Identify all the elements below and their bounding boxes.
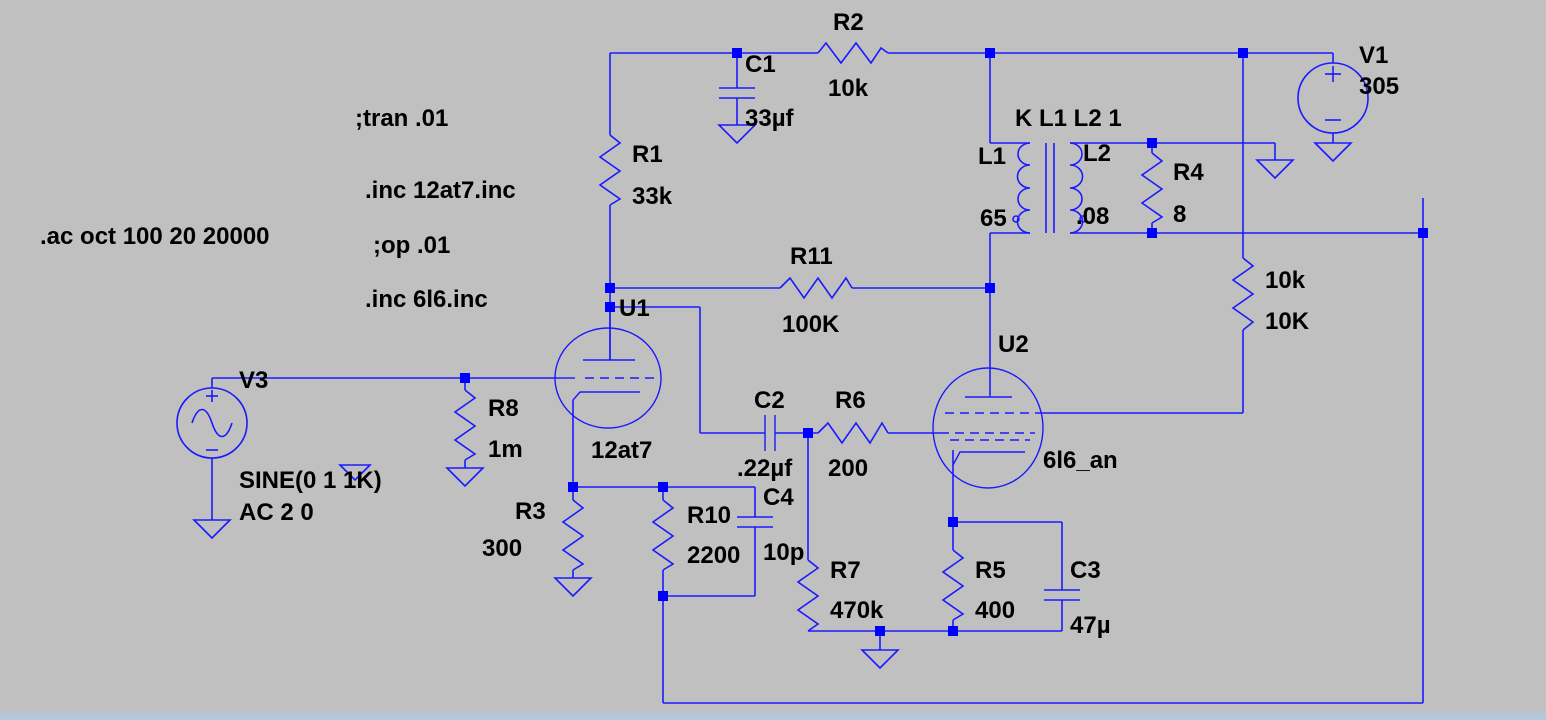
c4-value: 10p — [763, 539, 804, 566]
r1-value: 33k — [632, 183, 673, 210]
u1-value: 12at7 — [591, 437, 652, 464]
inductor-l1[interactable] — [1016, 142, 1031, 234]
directive-tran[interactable]: ;tran .01 — [355, 105, 448, 132]
c1-ref: C1 — [745, 51, 776, 78]
voltage-source-v1[interactable] — [1297, 62, 1369, 143]
v1-value: 305 — [1359, 73, 1399, 100]
resistor-r8[interactable] — [453, 389, 477, 461]
r6-value: 200 — [828, 455, 868, 482]
r6-ref: R6 — [835, 387, 866, 414]
directive-op[interactable]: ;op .01 — [373, 232, 450, 259]
r1-ref: R1 — [632, 141, 663, 168]
resistor-r2[interactable] — [817, 41, 889, 65]
r7-ref: R7 — [830, 557, 861, 584]
resistor-r4[interactable] — [1140, 152, 1164, 224]
r3-ref: R3 — [515, 498, 546, 525]
capacitor-c4[interactable] — [737, 516, 773, 528]
u1-ref: U1 — [619, 295, 650, 322]
inductor-l2[interactable] — [1069, 142, 1084, 234]
u2-ref: U2 — [998, 331, 1029, 358]
r4-value: 8 — [1173, 201, 1186, 228]
resistor-r10[interactable] — [651, 499, 675, 571]
l1-value: 65 — [980, 205, 1007, 232]
c2-ref: C2 — [754, 387, 785, 414]
r5-ref: R5 — [975, 557, 1006, 584]
r8-ref: R8 — [488, 395, 519, 422]
r5-value: 400 — [975, 597, 1015, 624]
junction-dots — [460, 48, 1428, 636]
capacitor-c3[interactable] — [1044, 589, 1080, 601]
resistor-r1[interactable] — [598, 134, 622, 206]
resistor-r7[interactable] — [796, 559, 820, 632]
u2-value: 6l6_an — [1043, 447, 1118, 474]
ground-symbols — [192, 124, 1353, 670]
phase-dot-l2 — [1079, 215, 1087, 223]
resistor-r5[interactable] — [941, 549, 965, 621]
v3-value-line1: SINE(0 1 1K) — [239, 467, 382, 494]
resistor-10k[interactable] — [1231, 257, 1255, 331]
r10-value: 2200 — [687, 542, 740, 569]
directive-inc-6l6[interactable]: .inc 6l6.inc — [365, 286, 488, 313]
resistor-r6[interactable] — [817, 421, 889, 445]
v3-ref: V3 — [239, 367, 268, 394]
r10-ref: R10 — [687, 502, 731, 529]
window-bottom-edge — [0, 713, 1546, 720]
v3-value-line2: AC 2 0 — [239, 499, 314, 526]
c4-ref: C4 — [763, 484, 794, 511]
c3-ref: C3 — [1070, 557, 1101, 584]
r7-value: 470k — [830, 597, 884, 624]
capacitor-c1[interactable] — [719, 87, 755, 99]
directive-inc-12at7[interactable]: .inc 12at7.inc — [365, 177, 516, 204]
c3-value: 47µ — [1070, 612, 1111, 639]
r11-ref: R11 — [790, 243, 833, 270]
r2-ref: R2 — [833, 9, 864, 36]
r4-ref: R4 — [1173, 159, 1204, 186]
l2-value: .08 — [1076, 203, 1109, 230]
phase-dot-l1 — [1012, 215, 1020, 223]
c1-value: 33µf — [745, 105, 795, 132]
resistor-r11[interactable] — [779, 276, 853, 300]
r3-value: 300 — [482, 535, 522, 562]
wires — [211, 52, 1424, 704]
l1-ref: L1 — [978, 143, 1006, 170]
voltage-source-v3[interactable] — [176, 387, 248, 459]
r11-value: 100K — [782, 311, 840, 338]
c2-value: .22µf — [737, 455, 793, 482]
coupling-directive: K L1 L2 1 — [1015, 105, 1122, 132]
resistor-r3[interactable] — [561, 499, 585, 571]
r-unnamed-ref: 10k — [1265, 267, 1306, 294]
v1-ref: V1 — [1359, 42, 1388, 69]
capacitor-c2[interactable] — [764, 415, 776, 451]
tube-u2[interactable] — [932, 367, 1044, 489]
transformer-core — [1045, 143, 1055, 233]
tube-u1[interactable] — [554, 307, 662, 429]
directive-ac[interactable]: .ac oct 100 20 20000 — [40, 223, 270, 250]
r-unnamed-value: 10K — [1265, 308, 1310, 335]
r2-value: 10k — [828, 75, 869, 102]
l2-ref: L2 — [1083, 140, 1111, 167]
r8-value: 1m — [488, 436, 523, 463]
